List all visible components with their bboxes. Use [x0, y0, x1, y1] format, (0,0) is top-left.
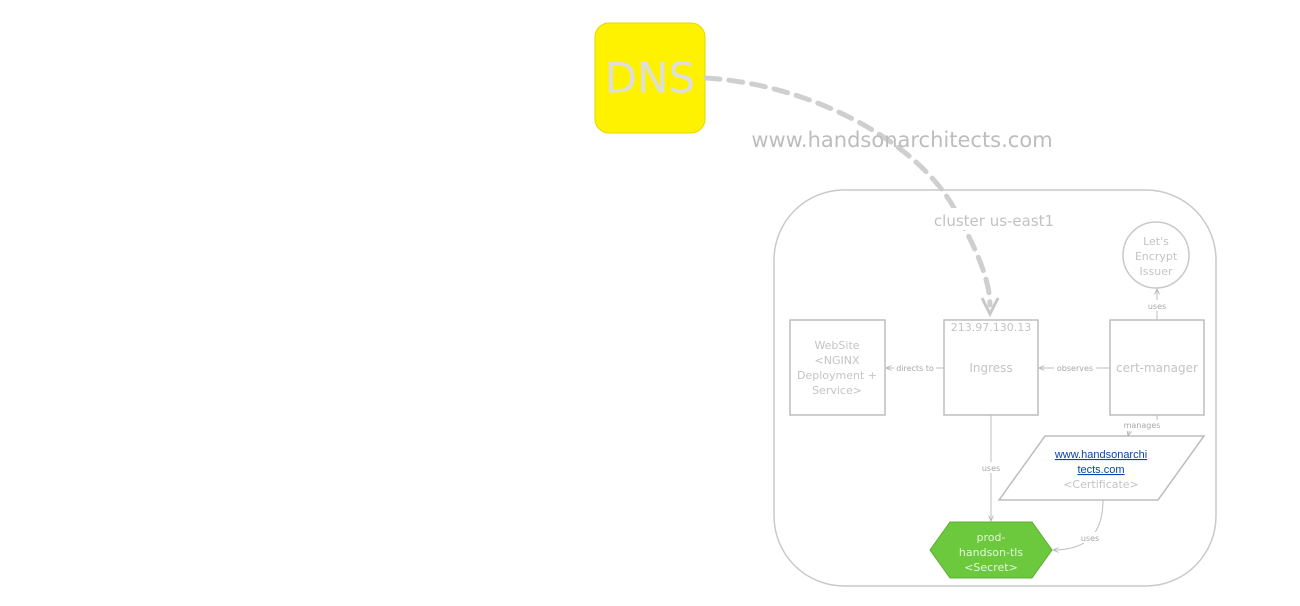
edge-label-uses-secret: uses	[982, 464, 1000, 473]
secret-line2: handson-tls	[959, 546, 1023, 559]
edge-label-manages: manages	[1124, 421, 1161, 430]
ingress-label: Ingress	[969, 361, 1012, 375]
website-line2: <NGINX	[815, 354, 860, 367]
certificate-link-line2[interactable]: tects.com	[1077, 464, 1124, 476]
certificate-type: <Certificate>	[1063, 478, 1139, 491]
issuer-line1: Let's	[1143, 235, 1169, 248]
secret-line3: <Secret>	[964, 561, 1018, 574]
cluster-label: cluster us-east1	[934, 212, 1054, 230]
dns-label: DNS	[605, 54, 695, 103]
dns-node: DNS	[594, 22, 706, 134]
issuer-line3: Issuer	[1140, 265, 1173, 278]
edge-label-observes: observes	[1057, 364, 1093, 373]
domain-label: www.handsonarchitects.com	[751, 128, 1052, 152]
cert-manager-label: cert-manager	[1116, 361, 1198, 375]
certificate-link-line1[interactable]: www.handsonarchi	[1054, 449, 1147, 461]
cert-manager-node: cert-manager	[1109, 319, 1205, 416]
cluster-boundary	[773, 189, 1217, 587]
edge-label-directs-to: directs to	[896, 364, 934, 373]
issuer-line2: Encrypt	[1135, 250, 1178, 263]
website-node: WebSite <NGINX Deployment + Service>	[789, 319, 886, 416]
dns-arrowhead	[980, 297, 1000, 318]
ingress-ip: 213.97.130.13	[951, 321, 1031, 334]
ingress-node: 213.97.130.13 Ingress	[943, 319, 1039, 416]
edge-label-cert-uses: uses	[1081, 534, 1099, 543]
letsencrypt-issuer-node: Let's Encrypt Issuer	[1122, 221, 1190, 289]
secret-node: prod- handson-tls <Secret>	[929, 521, 1053, 579]
secret-line1: prod-	[977, 531, 1006, 544]
website-line4: Service>	[812, 384, 862, 397]
dns-to-ingress-arrow	[703, 75, 993, 308]
website-line1: WebSite	[814, 339, 859, 352]
website-line3: Deployment +	[797, 369, 877, 382]
edge-label-uses-issuer: uses	[1148, 302, 1166, 311]
certificate-node: www.handsonarchi tects.com <Certificate>	[997, 435, 1206, 501]
